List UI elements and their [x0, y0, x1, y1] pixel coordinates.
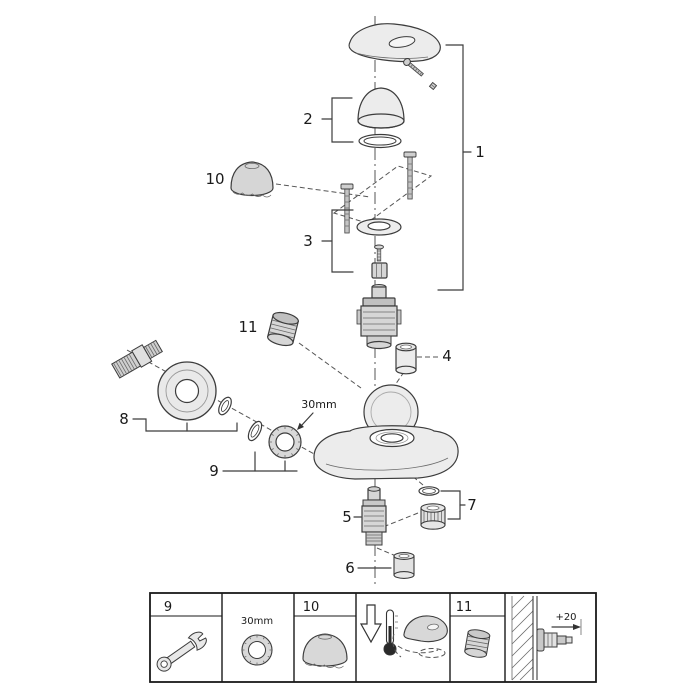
- callout-10: 10: [205, 170, 224, 188]
- dimension-plus20: [551, 619, 582, 635]
- legend-label-10: 10: [303, 600, 320, 615]
- legend: 9 30mm 10: [149, 592, 597, 683]
- legend-label-30mm: 30mm: [241, 616, 273, 627]
- callout-7: 7: [467, 496, 477, 514]
- leader-part-10: [275, 183, 371, 198]
- part-10-cap: [230, 161, 274, 198]
- callout-8-bracket: [132, 418, 238, 432]
- lever-handle: [348, 23, 441, 63]
- callout-4: 4: [442, 347, 452, 365]
- extension-fitting-icon: [536, 628, 573, 652]
- lever-icon: [392, 615, 448, 658]
- legend-cell-30mm: 30mm: [241, 616, 273, 666]
- cap-nut-part-6: [393, 552, 415, 579]
- legend-label-9: 9: [164, 600, 172, 615]
- legend-dividers: [221, 593, 506, 682]
- callout-11: 11: [238, 318, 257, 336]
- legend-cell-lever: [359, 604, 448, 658]
- callout-9: 9: [209, 462, 219, 480]
- o-ring: [358, 133, 402, 149]
- callout-3-bracket: [321, 209, 354, 273]
- down-arrow-icon: [359, 604, 383, 644]
- mounting-screw-right: [403, 151, 417, 200]
- legend-cell-11: 11: [450, 600, 505, 658]
- legend-label-11: 11: [456, 600, 473, 615]
- callout-5: 5: [342, 508, 352, 526]
- handle-screw: [403, 58, 424, 77]
- size-label-30mm: 30mm: [301, 398, 336, 411]
- mounting-plane-dashed: [332, 165, 433, 224]
- ring-nut-icon: [241, 634, 273, 666]
- adapter-block: [371, 262, 388, 279]
- connector-icon: [464, 629, 491, 658]
- leader-part-7b: [382, 512, 419, 528]
- faucet-body: [313, 384, 459, 480]
- wall-hatch: [511, 595, 538, 681]
- cartridge-part-5: [361, 486, 387, 546]
- washer-ring-8: [218, 396, 232, 416]
- handle-screw-plug: [428, 81, 438, 91]
- legend-cell-wall: +20: [511, 595, 582, 681]
- dome-cap-icon: [302, 633, 348, 669]
- legend-label-plus20: +20: [555, 612, 576, 623]
- legend-cell-9: 9: [150, 600, 222, 672]
- callout-8: 8: [119, 410, 129, 428]
- escutcheon-ring-3: [356, 218, 402, 236]
- cartridge-housing: [356, 284, 402, 350]
- dome-cap: [357, 87, 405, 129]
- callout-9-bracket: [222, 451, 298, 472]
- callout-7-bracket: [440, 490, 466, 520]
- legend-cell-10: 10: [294, 600, 356, 669]
- mounting-screw-left: [340, 183, 354, 234]
- washer-ring-9: [247, 420, 263, 442]
- leader-part-11: [298, 342, 362, 389]
- callout-2: 2: [303, 110, 313, 128]
- fixing-screw-small: [374, 244, 384, 262]
- wall-escutcheon-8: [157, 361, 217, 421]
- aerator-part-4: [395, 342, 417, 375]
- union-nut-9: [268, 425, 302, 459]
- size-annotation-30mm: [297, 412, 314, 430]
- callout-1-bracket: [437, 44, 472, 291]
- retaining-nut-part-7: [420, 503, 446, 530]
- callout-1: 1: [475, 143, 485, 161]
- callout-2-bracket: [321, 97, 354, 143]
- wrench-icon: [156, 631, 207, 672]
- o-ring-part-7: [418, 486, 440, 496]
- leader-part-6: [376, 547, 397, 557]
- callout-6: 6: [345, 559, 355, 577]
- s-union-part-8: [111, 339, 163, 379]
- callout-3: 3: [303, 232, 313, 250]
- connector-part-11: [266, 311, 300, 347]
